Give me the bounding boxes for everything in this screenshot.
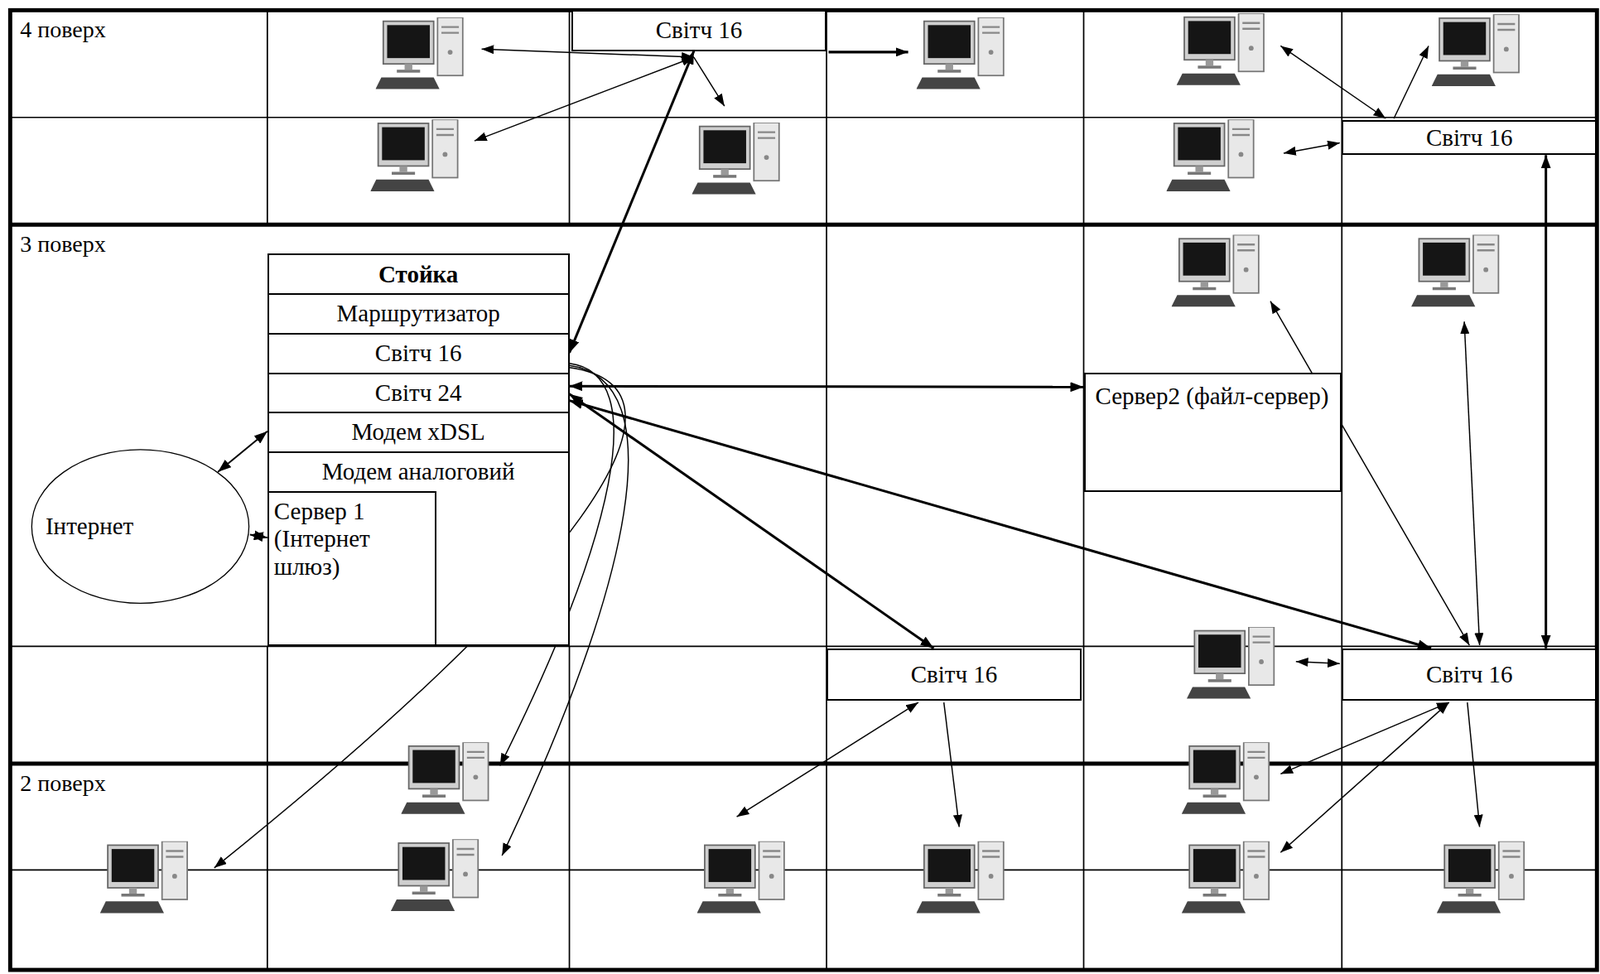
computer-icon [697, 841, 785, 914]
room-wall [266, 763, 269, 970]
internet-cloud: Інтернет [30, 448, 251, 604]
computer-icon [1166, 119, 1254, 192]
room-wall [568, 645, 571, 764]
computer-icon [915, 841, 1003, 914]
cable-arrow [737, 702, 919, 817]
internet-ellipse [31, 449, 249, 603]
switch-box: Світч 16 [1341, 120, 1597, 155]
computer-icon [1186, 626, 1274, 699]
server-box: Сервер2 (файл-сервер) [1084, 372, 1343, 492]
node-label: Модем xDSL [351, 418, 486, 446]
node-label: Сервер 1 (Інтернет шлюз) [274, 497, 429, 581]
cable-arrow [1280, 702, 1449, 774]
rack-unit: Маршрутизатор [267, 293, 570, 333]
cable-arrow [1283, 143, 1340, 154]
computer-icon [1436, 841, 1524, 914]
room-wall [9, 116, 1597, 119]
floor-separator [9, 222, 1597, 227]
switch-box: Світч 16 [571, 9, 827, 51]
room-wall [568, 9, 571, 225]
computer-icon [915, 17, 1003, 90]
cable-arrow [828, 50, 909, 54]
room-wall [1083, 763, 1085, 970]
node-label: Світч 16 [375, 339, 463, 367]
computer-icon [1171, 235, 1259, 308]
room-wall [1083, 224, 1085, 764]
network-link [217, 431, 268, 473]
room-wall [1340, 763, 1343, 970]
cable-arrow [693, 57, 725, 107]
room-wall [1340, 9, 1343, 225]
computer-icon [375, 17, 463, 90]
floor-band: 3 поверхСтойкаМаршрутизаторСвітч 16 Світч… [9, 224, 1597, 764]
rack-unit: Модем xDSL [267, 411, 570, 452]
room-wall [825, 763, 828, 970]
network-link [1544, 154, 1547, 648]
computer-icon [691, 122, 779, 195]
node-label: 3 поверх [19, 231, 106, 258]
network-link [569, 385, 1085, 389]
node-label: Сервер2 (файл-сервер) [1095, 382, 1330, 410]
computer-icon [1181, 841, 1269, 914]
cable-arrow [944, 702, 960, 827]
computer-icon [100, 841, 188, 914]
network-link [250, 534, 268, 538]
rack-unit: Модем аналоговий [267, 451, 570, 492]
cable-arrow [1296, 661, 1340, 664]
node-label: Світч 16 [655, 16, 743, 44]
switch-box: Світч 16 [826, 648, 1082, 701]
computer-icon [1411, 235, 1499, 308]
computer-icon [1431, 14, 1519, 87]
equipment-rack: СтойкаМаршрутизаторСвітч 16 Світч 24 Модем… [267, 253, 570, 647]
cable-arrow [1464, 321, 1480, 646]
room-wall [266, 9, 269, 225]
cable-arrow [1280, 702, 1449, 853]
network-link [569, 394, 935, 649]
rack-unit: Світч 16 [267, 332, 570, 373]
floor-band: 2 поверх [9, 763, 1597, 970]
room-wall [568, 763, 571, 970]
rack-unit: Світч 24 [267, 372, 570, 412]
computer-icon [1176, 13, 1264, 86]
room-wall [1083, 9, 1085, 225]
cable-arrow [1467, 702, 1480, 827]
switch-box: Світч 16 [1341, 648, 1597, 701]
node-label: Світч 16 [1426, 660, 1514, 689]
room-wall [266, 645, 269, 764]
room-wall [9, 868, 1597, 871]
node-label: Маршрутизатор [337, 299, 501, 328]
computer-icon [370, 119, 458, 192]
node-label: Інтернет [45, 512, 134, 540]
floor-band: 4 поверхСвітч 16Світч 16 [9, 9, 1597, 225]
room-wall [9, 645, 1597, 647]
node-label: 4 поверх [19, 16, 106, 44]
building-outline [9, 9, 1597, 970]
node-label: Світч 16 [1426, 124, 1514, 152]
network-link [569, 51, 694, 353]
node-label: Стойка [378, 255, 458, 289]
computer-icon [1181, 742, 1269, 815]
floor-separator [9, 761, 1597, 767]
server-unit: Сервер 1 (Інтернет шлюз) [267, 491, 438, 646]
node-label: Світч 24 [375, 379, 463, 407]
node-label: 2 поверх [19, 770, 106, 797]
cable-arrow [1280, 45, 1386, 119]
node-label: Модем аналоговий [322, 457, 516, 486]
computer-icon [390, 838, 478, 911]
node-label: Світч 16 [910, 660, 998, 689]
computer-icon [400, 742, 488, 815]
cable-arrow [1393, 45, 1429, 119]
